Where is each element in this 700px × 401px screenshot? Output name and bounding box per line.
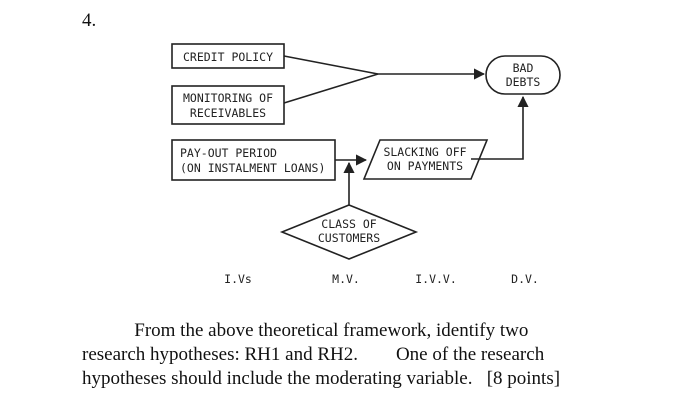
node-slacking-line1: SLACKING OFF xyxy=(383,145,466,159)
question-text: From the above theoretical framework, id… xyxy=(82,319,642,391)
edge-credit-to-junction xyxy=(283,55,379,75)
edge-monitoring-to-junction xyxy=(283,73,379,104)
node-monitoring-line1: MONITORING OF xyxy=(183,91,273,105)
node-credit-policy-label: CREDIT POLICY xyxy=(183,50,273,64)
question-line-3: hypotheses should include the moderating… xyxy=(82,368,561,389)
question-number: 4. xyxy=(82,10,97,31)
theoretical-framework-diagram: CREDIT POLICY MONITORING OF RECEIVABLES … xyxy=(171,43,561,286)
node-payout-period: PAY-OUT PERIOD (ON INSTALMENT LOANS) xyxy=(171,139,336,181)
node-class-line1: CLASS OF xyxy=(321,217,376,231)
node-slacking-off: SLACKING OFF ON PAYMENTS xyxy=(362,139,489,180)
edge-slacking-to-bad-debts xyxy=(471,95,529,160)
connectors xyxy=(283,55,529,205)
label-dependent-variable: D.V. xyxy=(511,272,539,286)
node-slacking-line2: ON PAYMENTS xyxy=(387,159,463,173)
node-payout-line1: PAY-OUT PERIOD xyxy=(180,146,277,160)
node-bad-debts: BAD DEBTS xyxy=(485,55,561,95)
node-monitoring-line2: RECEIVABLES xyxy=(190,106,266,120)
question-line-2: research hypotheses: RH1 and RH2. One of… xyxy=(82,344,545,365)
label-moderating-variable: M.V. xyxy=(332,272,360,286)
question-line-1: From the above theoretical framework, id… xyxy=(82,320,529,341)
node-payout-line2: (ON INSTALMENT LOANS) xyxy=(180,161,325,175)
label-independent-variables: I.Vs xyxy=(224,272,252,286)
node-bad-debts-line2: DEBTS xyxy=(506,75,541,89)
node-class-of-customers: CLASS OF CUSTOMERS xyxy=(279,204,419,260)
node-credit-policy: CREDIT POLICY xyxy=(171,43,285,69)
node-class-line2: CUSTOMERS xyxy=(318,231,380,245)
node-monitoring-receivables: MONITORING OF RECEIVABLES xyxy=(171,85,285,125)
label-intervening-variable: I.V.V. xyxy=(415,272,457,286)
node-bad-debts-line1: BAD xyxy=(513,61,534,75)
